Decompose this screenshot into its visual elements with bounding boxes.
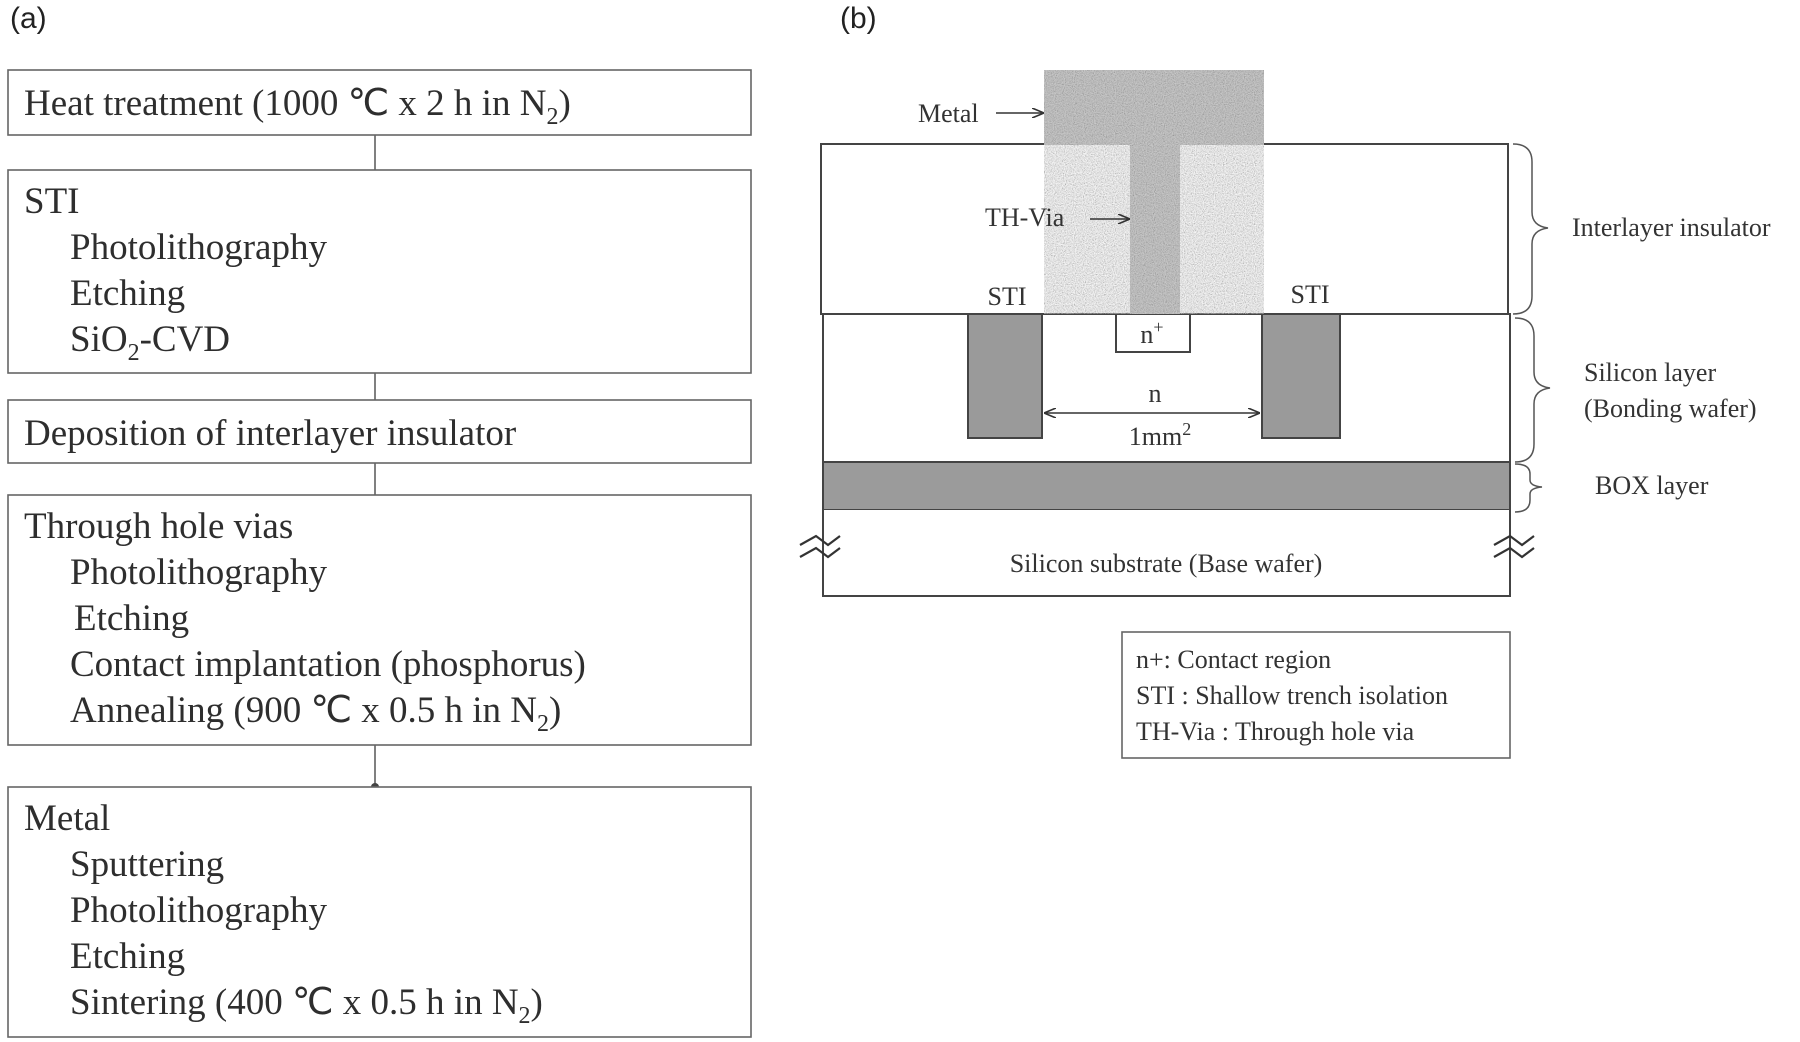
substep: Sintering (400 ℃ x 0.5 h in N2) xyxy=(70,982,543,1029)
brace-silicon xyxy=(1514,317,1551,463)
substep: Contact implantation (phosphorus) xyxy=(70,644,586,685)
brace-box xyxy=(1514,463,1543,513)
sti-trench-right xyxy=(1261,313,1341,439)
through-hole-via xyxy=(1130,144,1180,314)
substep: Photolithography xyxy=(70,890,327,931)
step-heat-treatment: Heat treatment (1000 ℃ x 2 h in N2) xyxy=(7,69,752,136)
sti-label-right: STI xyxy=(1291,280,1330,309)
brace-interlayer xyxy=(1512,143,1549,315)
metal-pad xyxy=(1044,70,1264,145)
th-via-label: TH-Via xyxy=(985,203,1065,232)
step-title: Deposition of interlayer insulator xyxy=(24,413,516,454)
panel-b-label: (b) xyxy=(840,2,877,35)
step-title: Metal xyxy=(24,798,110,839)
substrate-label: Silicon substrate (Base wafer) xyxy=(1010,549,1323,578)
step-interlayer: Deposition of interlayer insulator xyxy=(7,399,752,464)
step-through-hole-vias: Through hole vias Photolithography Etchi… xyxy=(7,494,752,746)
substep: Photolithography xyxy=(70,552,327,593)
step-box xyxy=(7,169,752,374)
step-sti: STI Photolithography Etching SiO2-CVD xyxy=(7,169,752,374)
step-title: Heat treatment (1000 ℃ x 2 h in N2) xyxy=(24,83,571,130)
area-label: 1mm2 xyxy=(1129,419,1191,451)
substep: Photolithography xyxy=(70,227,327,268)
step-box xyxy=(7,399,752,464)
legend-box xyxy=(1121,631,1511,759)
legend: n+: Contact region STI : Shallow trench … xyxy=(1121,631,1511,759)
substep: Etching xyxy=(70,936,185,977)
break-mark-right xyxy=(1493,534,1535,559)
substep: Etching xyxy=(70,273,185,314)
substep: Annealing (900 ℃ x 0.5 h in N2) xyxy=(70,690,561,737)
substep: Etching xyxy=(74,598,189,639)
step-title: STI xyxy=(24,181,80,222)
n-plus-region xyxy=(1115,313,1191,353)
metal-label: Metal xyxy=(918,99,979,128)
n-region-label: n xyxy=(1149,379,1162,408)
step-box xyxy=(7,69,752,136)
silicon-layer-label: Silicon layer xyxy=(1584,358,1716,387)
metal-structure xyxy=(1044,70,1264,314)
legend-item: STI : Shallow trench isolation xyxy=(1136,681,1448,710)
box-layer xyxy=(822,461,1511,511)
box-layer-label: BOX layer xyxy=(1595,471,1709,500)
legend-item: TH-Via : Through hole via xyxy=(1136,717,1415,746)
substep: Sputtering xyxy=(70,844,224,885)
panel-a-label: (a) xyxy=(10,2,47,35)
step-title: Through hole vias xyxy=(24,506,293,547)
panel-b: (b) Silicon substrate (Base wafer) STI S… xyxy=(799,2,1771,759)
step-metal: Metal Sputtering Photolithography Etchin… xyxy=(7,786,752,1038)
sti-label-left: STI xyxy=(988,282,1027,311)
sti-trench-left xyxy=(967,313,1043,439)
substep: SiO2-CVD xyxy=(70,319,230,366)
panel-a: (a) Heat treatment (1000 ℃ x 2 h in N2) … xyxy=(7,2,752,1038)
silicon-layer-label-2: (Bonding wafer) xyxy=(1584,394,1757,423)
legend-item: n+: Contact region xyxy=(1136,645,1331,674)
interlayer-label: Interlayer insulator xyxy=(1572,213,1771,242)
step-box xyxy=(7,494,752,746)
break-mark-left xyxy=(799,534,841,559)
step-box xyxy=(7,786,752,1038)
n-plus-label: n+ xyxy=(1140,317,1163,349)
